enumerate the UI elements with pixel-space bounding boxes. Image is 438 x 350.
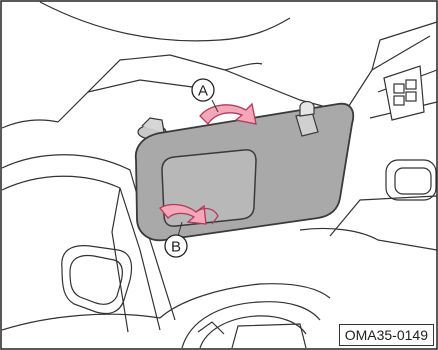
visor-clip-top bbox=[300, 102, 314, 117]
callout-a-label: A bbox=[198, 83, 208, 100]
vanity-mirror-cover bbox=[162, 150, 256, 226]
figure-code-label: OMA35-0149 bbox=[339, 324, 434, 346]
callout-b-label: B bbox=[171, 239, 181, 256]
